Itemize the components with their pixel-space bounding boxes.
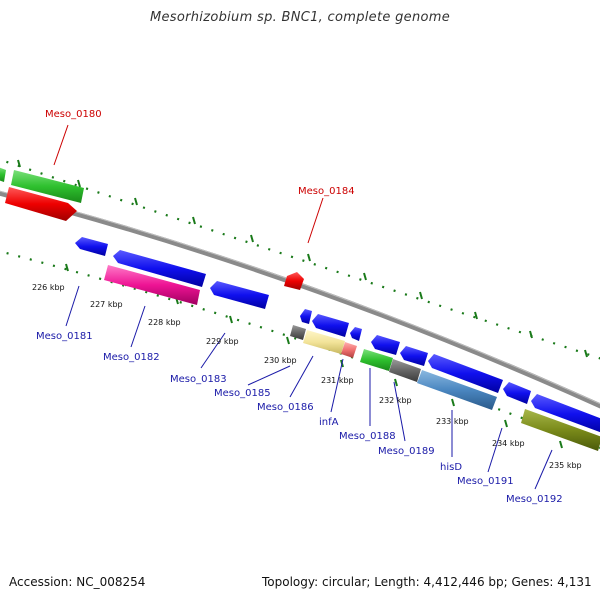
gene-label-hisd[interactable]: hisD [440,462,462,473]
gene-label-meso-0181[interactable]: Meso_0181 [36,331,93,342]
scale-label: 227 kbp [90,300,123,309]
accession-text: Accession: NC_008254 [9,575,146,589]
feature-meso-0192 [521,409,600,451]
feature-meso-0180-green [11,170,84,203]
outer-major-ticks [17,159,588,358]
map-title: Mesorhizobium sp. BNC1, complete genome [149,10,451,25]
gene-label-meso-0186[interactable]: Meso_0186 [257,402,314,413]
gene-labels: Meso_0180 Meso_0184 Meso_0181 Meso_0182 … [36,109,563,505]
feature-meso-0182-blue [113,250,206,287]
feature-meso-0185-small [300,309,312,324]
feature-meso-0188 [360,349,393,371]
genome-backbone-highlight [0,190,600,405]
gene-label-meso-0180[interactable]: Meso_0180 [45,109,102,120]
gene-label-infa[interactable]: infA [319,417,339,428]
scale-label: 231 kbp [321,376,354,385]
feature-hisd [417,370,497,410]
scale-label: 229 kbp [206,337,239,346]
feature-infa [341,342,357,358]
feature-partial-green [0,167,6,182]
feature-meso-0191-blue [503,382,531,404]
scale-label: 235 kbp [549,461,582,470]
feature-meso-0181 [75,237,108,256]
scale-label: 232 kbp [379,396,412,405]
gene-label-meso-0191[interactable]: Meso_0191 [457,476,514,487]
scale-label: 226 kbp [32,283,65,292]
scale-label: 228 kbp [148,318,181,327]
gene-label-meso-0184[interactable]: Meso_0184 [298,186,355,197]
feature-meso-0192-blue [531,394,600,433]
gene-label-meso-0185[interactable]: Meso_0185 [214,388,271,399]
feature-meso-0182 [104,265,200,305]
gene-label-meso-0183[interactable]: Meso_0183 [170,374,227,385]
scale-label: 234 kbp [492,439,525,448]
feature-meso-0184 [284,272,304,290]
feature-hisd-blue [428,354,503,393]
leader-lines [53,124,553,490]
genome-summary-text: Topology: circular; Length: 4,412,446 bp… [262,575,592,589]
feature-meso-0183 [210,281,269,309]
feature-meso-0185-blue [312,314,349,337]
gene-label-meso-0188[interactable]: Meso_0188 [339,431,396,442]
feature-meso-0188-blue [371,335,400,355]
gene-label-meso-0182[interactable]: Meso_0182 [103,352,160,363]
scale-label: 230 kbp [264,356,297,365]
feature-meso-0186 [303,330,345,354]
scale-labels: 226 kbp 227 kbp 228 kbp 229 kbp 230 kbp … [32,283,582,470]
feature-gray-small [290,325,306,340]
feature-meso-0189 [389,359,421,382]
feature-meso-0180 [5,187,77,221]
feature-meso-0189-blue [400,346,428,366]
feature-meso-0186-small [350,327,362,341]
scale-label: 233 kbp [436,417,469,426]
gene-label-meso-0189[interactable]: Meso_0189 [378,446,435,457]
gene-label-meso-0192[interactable]: Meso_0192 [506,494,563,505]
